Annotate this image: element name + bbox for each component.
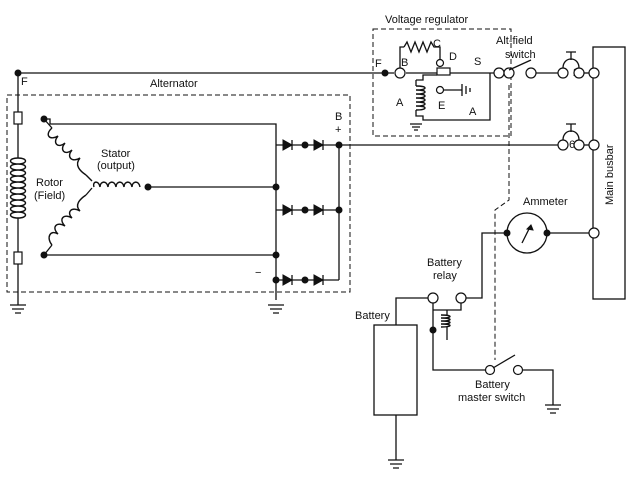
alt-field-switch[interactable] [503, 59, 537, 79]
regulator-contact-block [436, 67, 451, 76]
stator-label-1: Stator [101, 148, 131, 160]
rotor-field-winding [9, 111, 27, 305]
regulator-a-right-label: A [469, 106, 477, 118]
main-busbar-label: Main busbar [604, 144, 616, 205]
battery [373, 324, 418, 416]
regulator-contact-e [435, 85, 445, 95]
circuit-breaker-60[interactable] [557, 123, 585, 151]
regulator-s-terminal [493, 67, 505, 79]
field-switch-mechanical-link [494, 85, 510, 360]
alternator-box [6, 94, 351, 293]
busbar-terminal-top [588, 67, 600, 79]
alternator-label: Alternator [150, 78, 198, 90]
battery-relay [427, 292, 467, 340]
alternator-ground-left [10, 304, 26, 314]
rectifier-node-7 [272, 183, 280, 191]
alt-field-switch-label-1: Alt-field [496, 35, 533, 47]
regulator-coil [415, 85, 426, 111]
circuit-breaker-2[interactable] [557, 51, 585, 79]
regulator-b-terminal [394, 67, 406, 79]
rotor-label-1: Rotor [36, 177, 63, 189]
ammeter-to-relay-wire [466, 232, 507, 299]
master-switch-ground [545, 404, 561, 414]
busbar-terminal-mid [588, 139, 600, 151]
busbar-terminal-bottom [588, 227, 600, 239]
main-busbar [592, 46, 626, 300]
rotor-label-2: (Field) [34, 190, 65, 202]
master-switch-ground-wire [523, 369, 554, 405]
rectifier-node-8 [272, 251, 280, 259]
regulator-ground-right [461, 84, 471, 96]
master-switch-label-2: master switch [458, 392, 525, 404]
alternator-f-terminal-label: F [21, 76, 28, 88]
voltage-regulator-label: Voltage regulator [385, 14, 469, 26]
battery-relay-label-1: Battery [427, 257, 462, 269]
alt-field-switch-label-2: switch [505, 49, 536, 61]
master-switch-pivot [429, 326, 437, 334]
regulator-f-terminal-node [381, 69, 389, 77]
master-switch-wire [432, 310, 486, 371]
ammeter-label: Ammeter [523, 196, 568, 208]
output-minus-label: − [255, 267, 261, 279]
battery-positive-wire [395, 297, 428, 325]
regulator-d-label: D [449, 51, 457, 63]
battery-relay-label-2: relay [433, 270, 457, 282]
battery-master-switch[interactable] [484, 354, 524, 376]
regulator-s-label: S [474, 56, 481, 68]
rectifier-node-6 [272, 276, 280, 284]
field-circuit-wires [17, 72, 594, 112]
regulator-c-label: C [433, 38, 441, 50]
rectifier-node-5 [335, 206, 343, 214]
rectifier-node-3 [301, 276, 309, 284]
master-switch-label-1: Battery [475, 379, 510, 391]
regulator-ground-coil [410, 123, 422, 131]
rectifier-node-1 [301, 141, 309, 149]
battery-label: Battery [355, 310, 390, 322]
voltage-regulator-box [372, 28, 512, 137]
regulator-a-left-label: A [396, 97, 404, 109]
rectifier-node-2 [301, 206, 309, 214]
regulator-e-label: E [438, 100, 445, 112]
stator-leads [43, 118, 277, 256]
regulator-resistor [403, 40, 441, 60]
regulator-contact-d [435, 58, 445, 68]
alternator-ground-right [268, 304, 284, 314]
stator-windings [47, 127, 141, 246]
alternator-f-terminal-node [14, 69, 22, 77]
output-plus-label: + [335, 124, 341, 136]
regulator-b-label: B [401, 57, 408, 69]
regulator-internals [394, 40, 505, 131]
ammeter [506, 212, 548, 254]
regulator-f-terminal-label: F [375, 58, 382, 70]
alternator-b-terminal-label: B [335, 111, 342, 123]
battery-ground [388, 459, 404, 469]
stator-label-2: (output) [97, 160, 135, 172]
rectifier-bridge [275, 139, 340, 300]
